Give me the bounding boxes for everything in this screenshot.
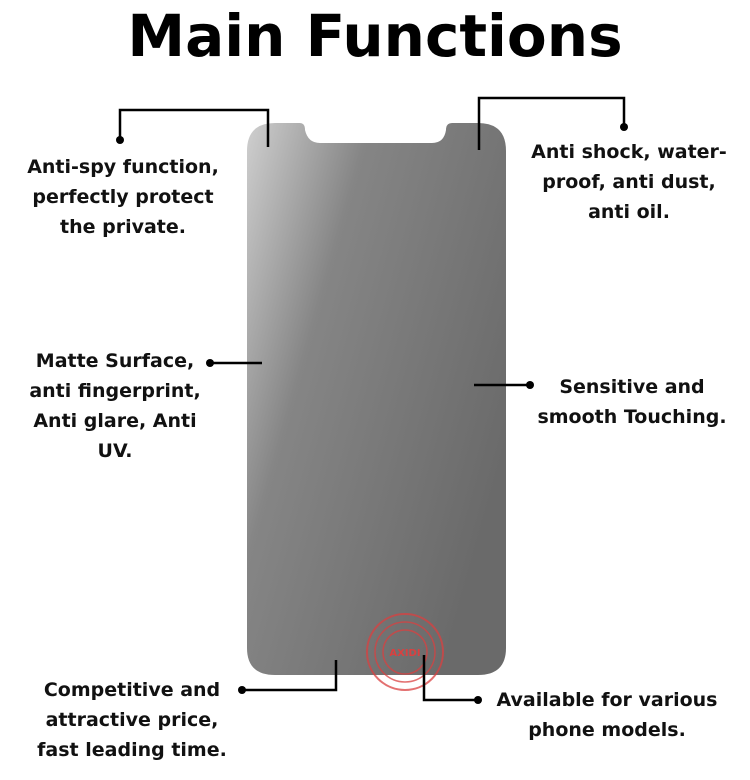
feature-sensitive: Sensitive and smooth Touching. [537,376,727,428]
feature-matte: Matte Surface, anti fingerprint, Anti gl… [29,350,201,462]
connector-anti-shock [477,96,626,150]
watermark-stamp: AXIDI [366,613,444,691]
feature-available: Available for various phone models. [496,689,718,741]
connector-competitive [242,660,338,692]
connector-anti-spy [118,108,270,147]
screen-protector [247,123,506,675]
feature-competitive: Competitive and attractive price, fast l… [37,679,227,761]
svg-text:AXIDI: AXIDI [389,648,420,659]
page-title: Main Functions [127,2,623,70]
feature-anti-shock: Anti shock, water- proof, anti dust, ant… [531,141,727,223]
feature-anti-spy: Anti-spy function, perfectly protect the… [27,156,219,238]
connector-available [422,655,478,702]
